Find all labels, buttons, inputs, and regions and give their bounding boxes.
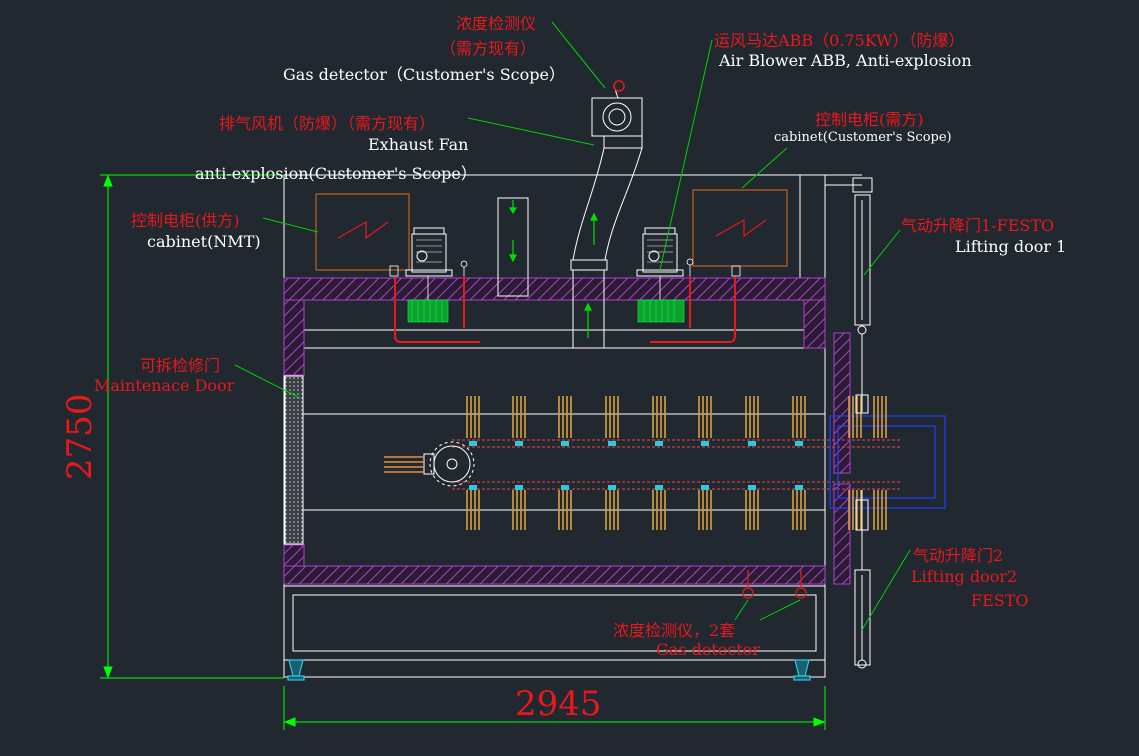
machine-feet [287, 659, 811, 681]
insulation-walls [283, 277, 851, 585]
rack-hanger [701, 485, 709, 490]
maintenance-door-label-cn: 可拆检修门 [140, 356, 221, 375]
gas-detector-top-cn2: （需方现有） [440, 39, 537, 58]
rack-hanger [795, 485, 803, 490]
lifting-door-1 [852, 177, 873, 414]
dimension-width: 2945 [515, 684, 602, 724]
cabinet-right-label-en: cabinet(Customer's Scope) [774, 130, 952, 145]
hanging-racks [466, 396, 887, 530]
blower-motors [405, 227, 684, 277]
gas-detectors-bottom [742, 570, 807, 599]
leader-lines [234, 21, 911, 631]
rack-hanger [748, 485, 756, 490]
rack-hanger [655, 485, 663, 490]
blower-label-cn: 运风马达ABB（0.75KW）（防爆） [714, 31, 965, 50]
flow-arrows [508, 200, 598, 338]
exhaust-fan-label-cn: 排气风机（防爆）（需方现有） [219, 114, 436, 133]
gas-detector-top-en: Gas detector（Customer's Scope） [283, 65, 565, 84]
lifting-door-1-label-cn: 气动升降门1-FESTO [901, 216, 1055, 235]
dimension-height: 2750 [60, 393, 100, 480]
rack-hanger [561, 441, 569, 446]
rack-hanger [748, 441, 756, 446]
rack-hanger [515, 441, 523, 446]
exhaust-duct [497, 85, 643, 349]
cabinet-right-label-cn: 控制电柜(需方) [815, 110, 924, 129]
rack-hanger [608, 441, 616, 446]
gas-detector-top-cn: 浓度检测仪 [456, 14, 537, 33]
exhaust-fan-label-en2: anti-explosion(Customer's Scope） [195, 164, 477, 183]
rack-hanger [469, 441, 477, 446]
lifting-door-2-label-cn: 气动升降门2 [913, 546, 1004, 565]
cabinet-left-label-cn: 控制电柜(供方) [131, 211, 240, 230]
rack-hanger [608, 485, 616, 490]
conveyor-sprocket [423, 441, 475, 487]
exhaust-fan-label-en1: Exhaust Fan [368, 135, 469, 154]
blower-label-en: Air Blower ABB, Anti-explosion [719, 51, 972, 70]
cabinet-left-label-en: cabinet(NMT) [147, 232, 261, 251]
gas-detector-bottom-cn: 浓度检测仪，2套 [613, 621, 736, 640]
rack-hanger [515, 485, 523, 490]
lifting-door-1-label-en: Lifting door 1 [955, 237, 1067, 256]
rack-hanger [701, 441, 709, 446]
rack-hanger [655, 441, 663, 446]
heater-tubes [394, 276, 736, 343]
conveyor-chain [452, 439, 900, 490]
control-cabinets [315, 189, 788, 271]
lifting-door-2-label-en2: FESTO [971, 591, 1029, 610]
rack-hanger [469, 485, 477, 490]
gas-detector-top [613, 80, 625, 92]
gas-detector-bottom-en: Gas detector [656, 640, 760, 659]
lifting-door-2-label-en: Lifting door2 [911, 567, 1018, 586]
oven-frame [283, 174, 862, 678]
maintenance-door-label-en: Maintenace Door [94, 376, 235, 395]
dimension-lines [100, 174, 826, 730]
rack-hanger [795, 441, 803, 446]
rack-hanger [561, 485, 569, 490]
fan-impellers [407, 299, 685, 323]
maintenance-door [284, 375, 304, 545]
